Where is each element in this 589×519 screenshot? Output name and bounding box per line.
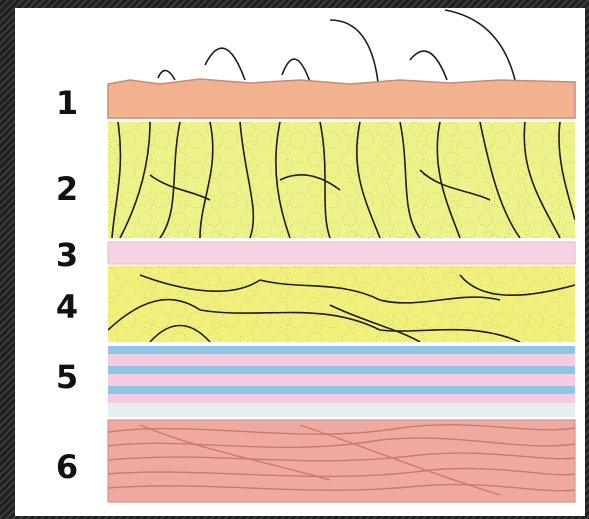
- band: [108, 403, 575, 417]
- band: [108, 346, 575, 354]
- hair: [158, 70, 175, 80]
- band: [108, 354, 575, 366]
- layer-2-cells: [108, 122, 575, 238]
- hair: [445, 10, 515, 80]
- label-3: 3: [52, 236, 82, 274]
- layer-3: [108, 242, 575, 264]
- band: [108, 366, 575, 374]
- label-2: 2: [52, 170, 82, 208]
- label-5: 5: [52, 358, 82, 396]
- label-4: 4: [52, 288, 82, 326]
- band: [108, 386, 575, 394]
- layer-1-epidermis: [108, 79, 575, 118]
- label-6: 6: [52, 448, 82, 486]
- hair: [410, 51, 447, 80]
- label-1: 1: [52, 84, 82, 122]
- hairs: [158, 10, 515, 82]
- band: [108, 374, 575, 386]
- band: [108, 394, 575, 403]
- hair: [205, 48, 245, 80]
- hair: [330, 20, 378, 82]
- layer-5-bands: [108, 346, 575, 417]
- hair: [282, 59, 310, 82]
- layer-4-cells: [108, 266, 575, 342]
